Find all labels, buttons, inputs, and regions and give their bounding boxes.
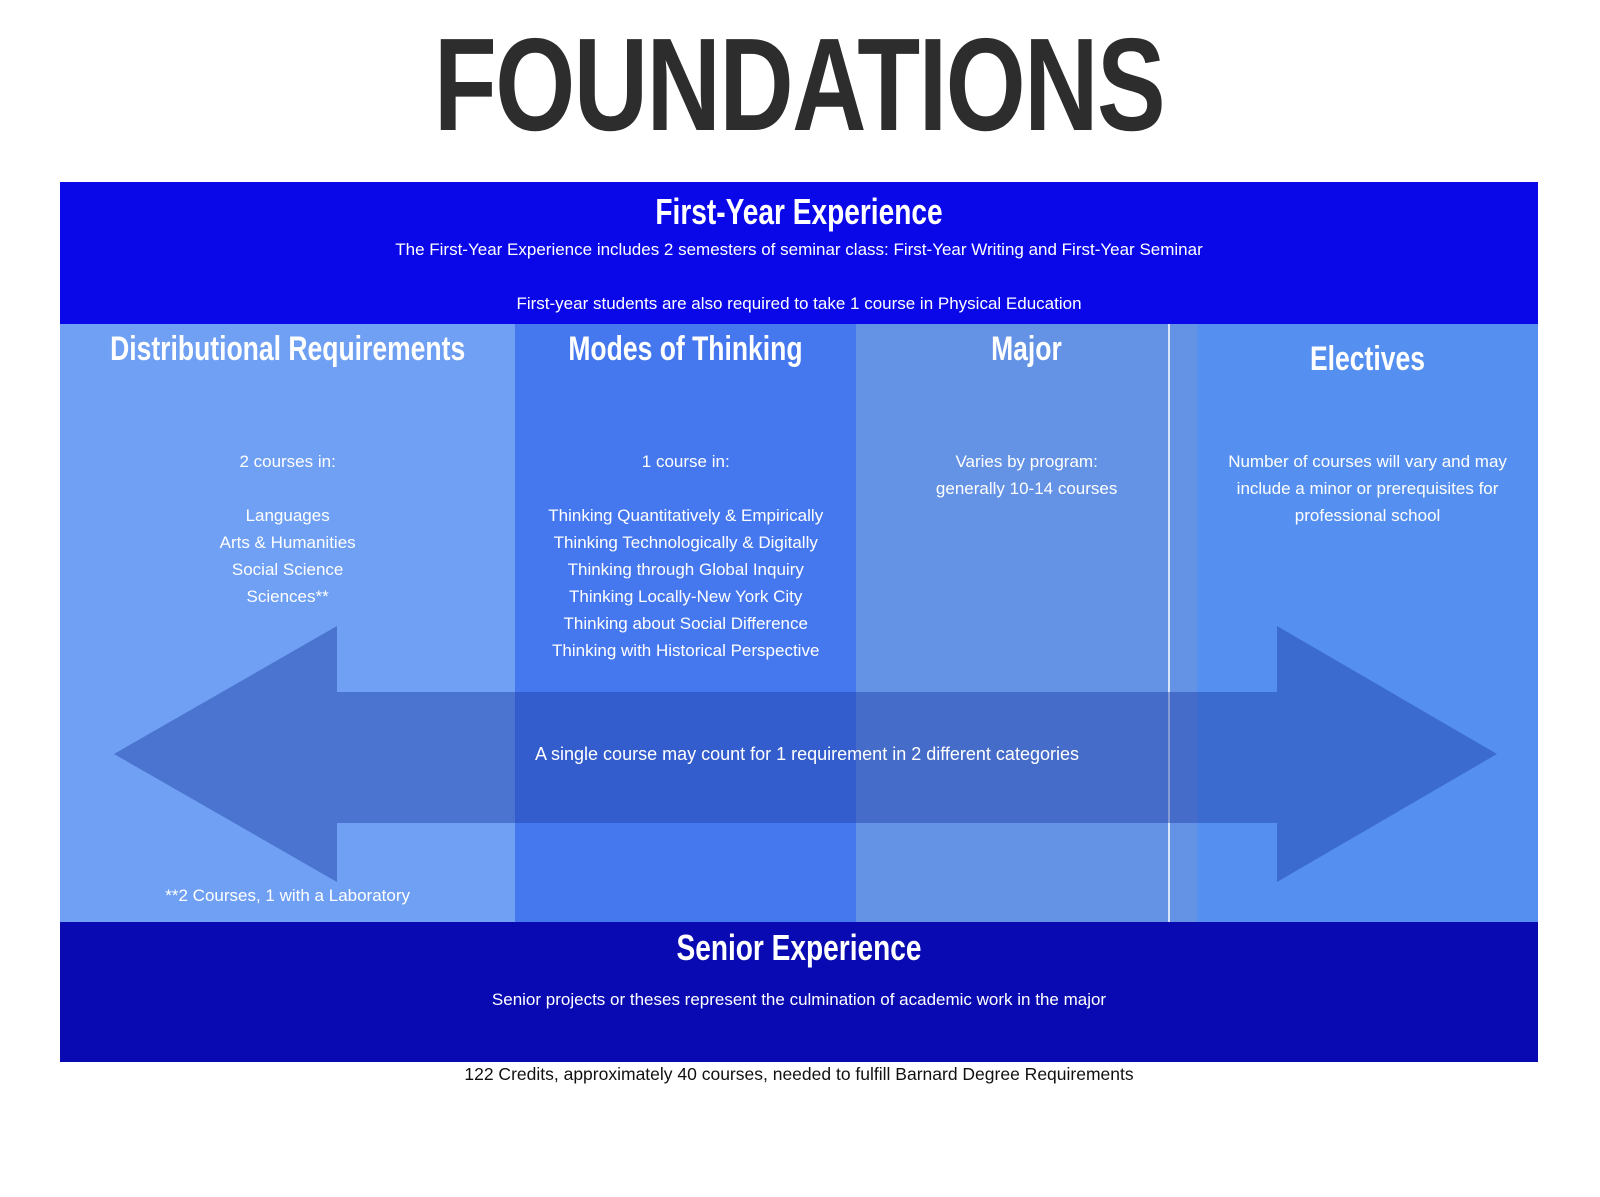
column-heading: Modes of Thinking bbox=[568, 330, 803, 368]
column-major: Major Varies by program: generally 10-14… bbox=[856, 324, 1198, 922]
senior-heading: Senior Experience bbox=[676, 927, 922, 968]
body-line: generally 10-14 courses bbox=[935, 479, 1118, 498]
first-year-experience-banner: First-Year Experience The First-Year Exp… bbox=[60, 182, 1538, 324]
first-year-heading: First-Year Experience bbox=[655, 191, 943, 232]
body-line: Number of courses will vary and may bbox=[1228, 452, 1507, 471]
credits-footer-text: 122 Credits, approximately 40 courses, n… bbox=[464, 1064, 1134, 1084]
page-title: FOUNDATIONS bbox=[433, 11, 1166, 158]
list-item: Social Science bbox=[231, 560, 344, 579]
column-heading: Major bbox=[991, 330, 1063, 368]
arrow-note-text: A single course may count for 1 requirem… bbox=[535, 744, 1079, 764]
body-line: include a minor or prerequisites for bbox=[1236, 479, 1499, 498]
list-item: Thinking through Global Inquiry bbox=[567, 560, 804, 579]
body-line: professional school bbox=[1294, 506, 1441, 525]
first-year-line1: The First-Year Experience includes 2 sem… bbox=[395, 240, 1203, 259]
requirement-columns: Distributional Requirements 2 courses in… bbox=[60, 324, 1538, 922]
column-list: Thinking Quantitatively & Empirically Th… bbox=[515, 502, 856, 664]
list-item: Thinking Locally-New York City bbox=[569, 587, 803, 606]
list-item: Thinking with Historical Perspective bbox=[552, 641, 820, 660]
list-item: Sciences** bbox=[246, 587, 329, 606]
column-body: Varies by program: generally 10-14 cours… bbox=[856, 448, 1197, 502]
column-distributional-requirements: Distributional Requirements 2 courses in… bbox=[60, 324, 516, 922]
body-line: Varies by program: bbox=[955, 452, 1098, 471]
column-list: Languages Arts & Humanities Social Scien… bbox=[60, 502, 515, 610]
column-separator-line bbox=[1168, 324, 1170, 922]
first-year-line2: First-year students are also required to… bbox=[516, 294, 1082, 313]
column-body: 1 course in: Thinking Quantitatively & E… bbox=[515, 448, 856, 664]
list-item: Arts & Humanities bbox=[219, 533, 356, 552]
laboratory-footnote: **2 Courses, 1 with a Laboratory bbox=[165, 886, 411, 905]
senior-line1: Senior projects or theses represent the … bbox=[491, 990, 1107, 1009]
column-electives: Electives Number of courses will vary an… bbox=[1197, 324, 1538, 922]
column-heading: Distributional Requirements bbox=[110, 330, 466, 368]
list-item: Thinking Technologically & Digitally bbox=[553, 533, 818, 552]
list-item: Thinking Quantitatively & Empirically bbox=[548, 506, 824, 525]
column-heading: Electives bbox=[1310, 340, 1426, 378]
column-modes-of-thinking: Modes of Thinking 1 course in: Thinking … bbox=[515, 324, 857, 922]
column-intro: 1 course in: bbox=[641, 452, 730, 471]
list-item: Thinking about Social Difference bbox=[563, 614, 808, 633]
column-body: 2 courses in: Languages Arts & Humanitie… bbox=[60, 448, 515, 610]
column-intro: 2 courses in: bbox=[239, 452, 336, 471]
column-body: Number of courses will vary and may incl… bbox=[1197, 448, 1538, 529]
list-item: Languages bbox=[245, 506, 330, 525]
senior-experience-banner: Senior Experience Senior projects or the… bbox=[60, 922, 1538, 1062]
